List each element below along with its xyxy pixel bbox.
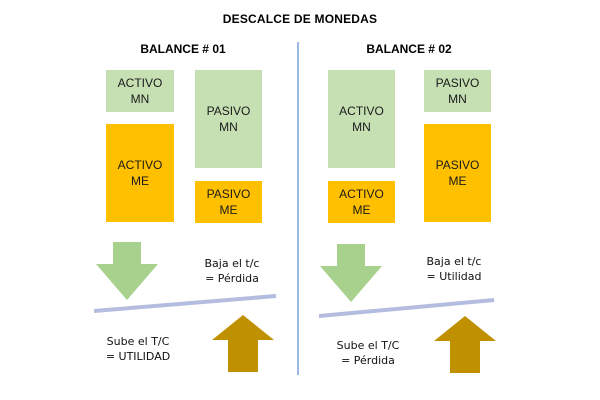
diagram-title: DESCALCE DE MONEDAS: [222, 12, 378, 26]
balance-2-activo-mn: ACTIVO MN: [328, 70, 395, 168]
balance-1-down-arrow: [96, 242, 158, 300]
balance-2-up-arrow: [434, 316, 496, 373]
balance-1-down-note: Baja el t/c = Pérdida: [204, 257, 260, 285]
balance-1-up-note: Sube el T/C = UTILIDAD: [105, 335, 171, 363]
balance-2-activo-me: ACTIVO ME: [328, 181, 395, 223]
balance-2-down-arrow: [320, 244, 382, 302]
balance-2-pasivo-mn: PASIVO MN: [424, 70, 491, 112]
balance-2-down-note: Baja el t/c = Utilidad: [426, 255, 482, 283]
balance-1-pasivo-mn: PASIVO MN: [195, 70, 262, 168]
balance-2-up-note: Sube el T/C = Pérdida: [336, 339, 400, 367]
balance-2-heading: BALANCE # 02: [366, 42, 452, 56]
balance-1-activo-mn: ACTIVO MN: [106, 70, 174, 112]
balance-1-pasivo-me: PASIVO ME: [195, 181, 262, 223]
balance-1-activo-me: ACTIVO ME: [106, 124, 174, 222]
balance-1-up-arrow: [212, 315, 274, 372]
balance-2-pasivo-me: PASIVO ME: [424, 124, 491, 222]
balance-1-heading: BALANCE # 01: [140, 42, 226, 56]
